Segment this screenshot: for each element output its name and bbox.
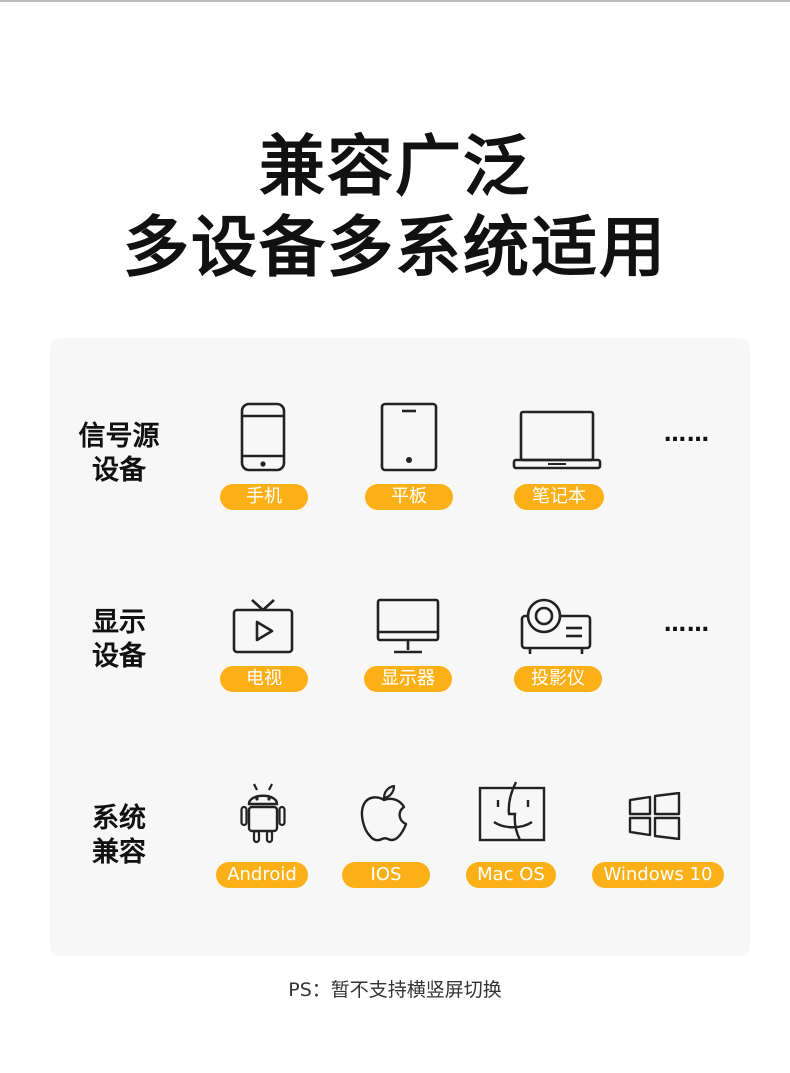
projector-icon	[520, 596, 592, 658]
laptop-icon	[512, 410, 602, 472]
label-pill-phone: 手机	[220, 484, 308, 510]
macos-finder-icon	[478, 780, 546, 842]
page-title-line-2: 多设备多系统适用	[123, 209, 667, 286]
phone-icon	[240, 402, 286, 472]
android-icon	[240, 782, 286, 844]
tv-icon	[232, 598, 294, 656]
compatibility-panel	[50, 338, 750, 956]
monitor-icon	[376, 598, 440, 656]
label-pill-projector: 投影仪	[514, 666, 602, 692]
label-pill-ios: IOS	[342, 862, 430, 888]
more-devices-ellipsis: ……	[664, 422, 710, 447]
top-divider	[0, 0, 790, 2]
label-pill-laptop: 笔记本	[514, 484, 604, 510]
windows-icon	[628, 792, 682, 840]
label-pill-macos: Mac OS	[466, 862, 556, 888]
row-label-display: 显示 设备	[92, 607, 146, 672]
tablet-icon	[380, 402, 438, 472]
ps-note: PS：暂不支持横竖屏切换	[288, 979, 502, 1001]
row-label-system: 系统 兼容	[92, 803, 146, 868]
page-title-line-1: 兼容广泛	[259, 128, 531, 205]
label-pill-monitor: 显示器	[364, 666, 452, 692]
more-displays-ellipsis: ……	[664, 612, 710, 637]
label-pill-tv: 电视	[220, 666, 308, 692]
label-pill-android: Android	[216, 862, 308, 888]
label-pill-tablet: 平板	[365, 484, 453, 510]
apple-icon	[358, 784, 410, 844]
row-label-signal-source: 信号源 设备	[78, 421, 160, 486]
label-pill-windows: Windows 10	[592, 862, 724, 888]
